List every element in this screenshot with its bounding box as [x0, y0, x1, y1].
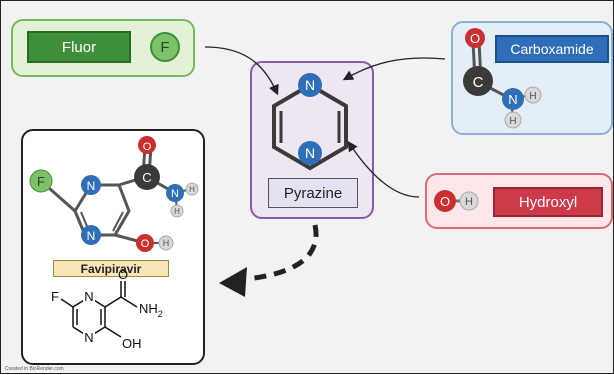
hydrogen-atom-label: H	[174, 207, 180, 216]
skeletal-hydroxyl-label: OH	[122, 336, 142, 351]
fluorine-atom-icon: F	[150, 32, 180, 62]
carboxamide-label: Carboxamide	[495, 35, 609, 63]
pyrazine-box: N N Pyrazine	[250, 61, 374, 219]
hydrogen-atom-label: H	[529, 91, 536, 102]
nitrogen-atom-label: N	[508, 92, 517, 107]
nitrogen-atom-label: N	[305, 145, 315, 161]
favipiravir-skeletal-formula: N N F O NH2 OH	[51, 267, 163, 351]
fluorine-atom-label: F	[160, 39, 169, 56]
nitrogen-atom-label: N	[87, 229, 96, 243]
hydrogen-atom-label: H	[509, 116, 516, 127]
carbon-atom-label: C	[473, 74, 484, 91]
skeletal-nitrogen-label: N	[84, 330, 93, 345]
skeletal-amide-label: NH2	[139, 301, 163, 319]
hydroxyl-label: Hydroxyl	[493, 187, 603, 217]
carboxamide-box: Carboxamide O C N H H	[451, 21, 613, 135]
nitrogen-atom-label: N	[87, 179, 96, 193]
favipiravir-3d-molecule-icon: F N N O C N H H O H	[29, 136, 199, 252]
hydroxyl-molecule-icon: O H	[434, 190, 479, 212]
pyrazine-label: Pyrazine	[268, 178, 358, 208]
oxygen-atom-label: O	[141, 238, 150, 250]
favipiravir-box: F N N O C N H H O H Favipiravir	[21, 129, 205, 365]
hydrogen-atom-label: H	[465, 196, 473, 208]
skeletal-nitrogen-label: N	[84, 289, 93, 304]
favipiravir-label: Favipiravir	[53, 260, 169, 277]
skeletal-oxygen-label: O	[118, 267, 128, 282]
nitrogen-atom-label: N	[305, 77, 315, 93]
oxygen-atom-label: O	[470, 31, 480, 46]
carbon-atom-label: C	[142, 170, 151, 185]
pyrazine-to-favipiravir-arrowhead	[219, 267, 247, 297]
nitrogen-atom-label: N	[171, 188, 179, 200]
pyrazine-to-favipiravir-arrow	[246, 224, 319, 282]
fluor-box: Fluor F	[11, 19, 195, 77]
credit-text: Created in BioRender.com	[5, 366, 64, 372]
carboxamide-molecule-icon: O C N H H	[463, 28, 542, 129]
hydroxyl-box: O H Hydroxyl	[425, 173, 613, 229]
fluor-label: Fluor	[27, 31, 131, 63]
oxygen-atom-label: O	[440, 194, 450, 209]
fluorine-atom-label: F	[37, 174, 45, 189]
skeletal-fluorine-label: F	[51, 289, 59, 304]
pyrazine-ring-icon: N N	[272, 73, 348, 171]
hydrogen-atom-label: H	[189, 185, 195, 194]
hydrogen-atom-label: H	[163, 238, 170, 248]
oxygen-atom-label: O	[143, 141, 152, 153]
